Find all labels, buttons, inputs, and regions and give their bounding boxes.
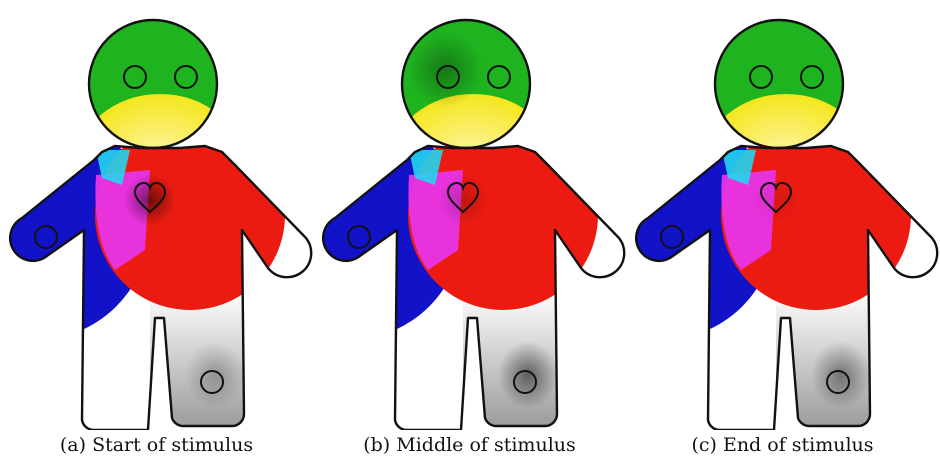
leg-glow (185, 341, 245, 409)
panel-c: (c) End of stimulus (626, 0, 939, 466)
heart-glow (437, 174, 489, 226)
leg-glow (498, 341, 558, 409)
caption-a: (a) Start of stimulus (0, 434, 313, 456)
figure-c (626, 0, 939, 430)
head-glow (407, 32, 483, 108)
panel-b: (b) Middle of stimulus (313, 0, 626, 466)
head-glow (94, 32, 170, 108)
caption-b: (b) Middle of stimulus (313, 434, 626, 456)
leg-glow (811, 341, 871, 409)
heart-glow (750, 174, 802, 226)
heart-glow (124, 174, 176, 226)
panel-a: (a) Start of stimulus (0, 0, 313, 466)
caption-c: (c) End of stimulus (626, 434, 939, 456)
head-glow (720, 32, 796, 108)
figure-a (0, 0, 313, 430)
figure-b (313, 0, 626, 430)
